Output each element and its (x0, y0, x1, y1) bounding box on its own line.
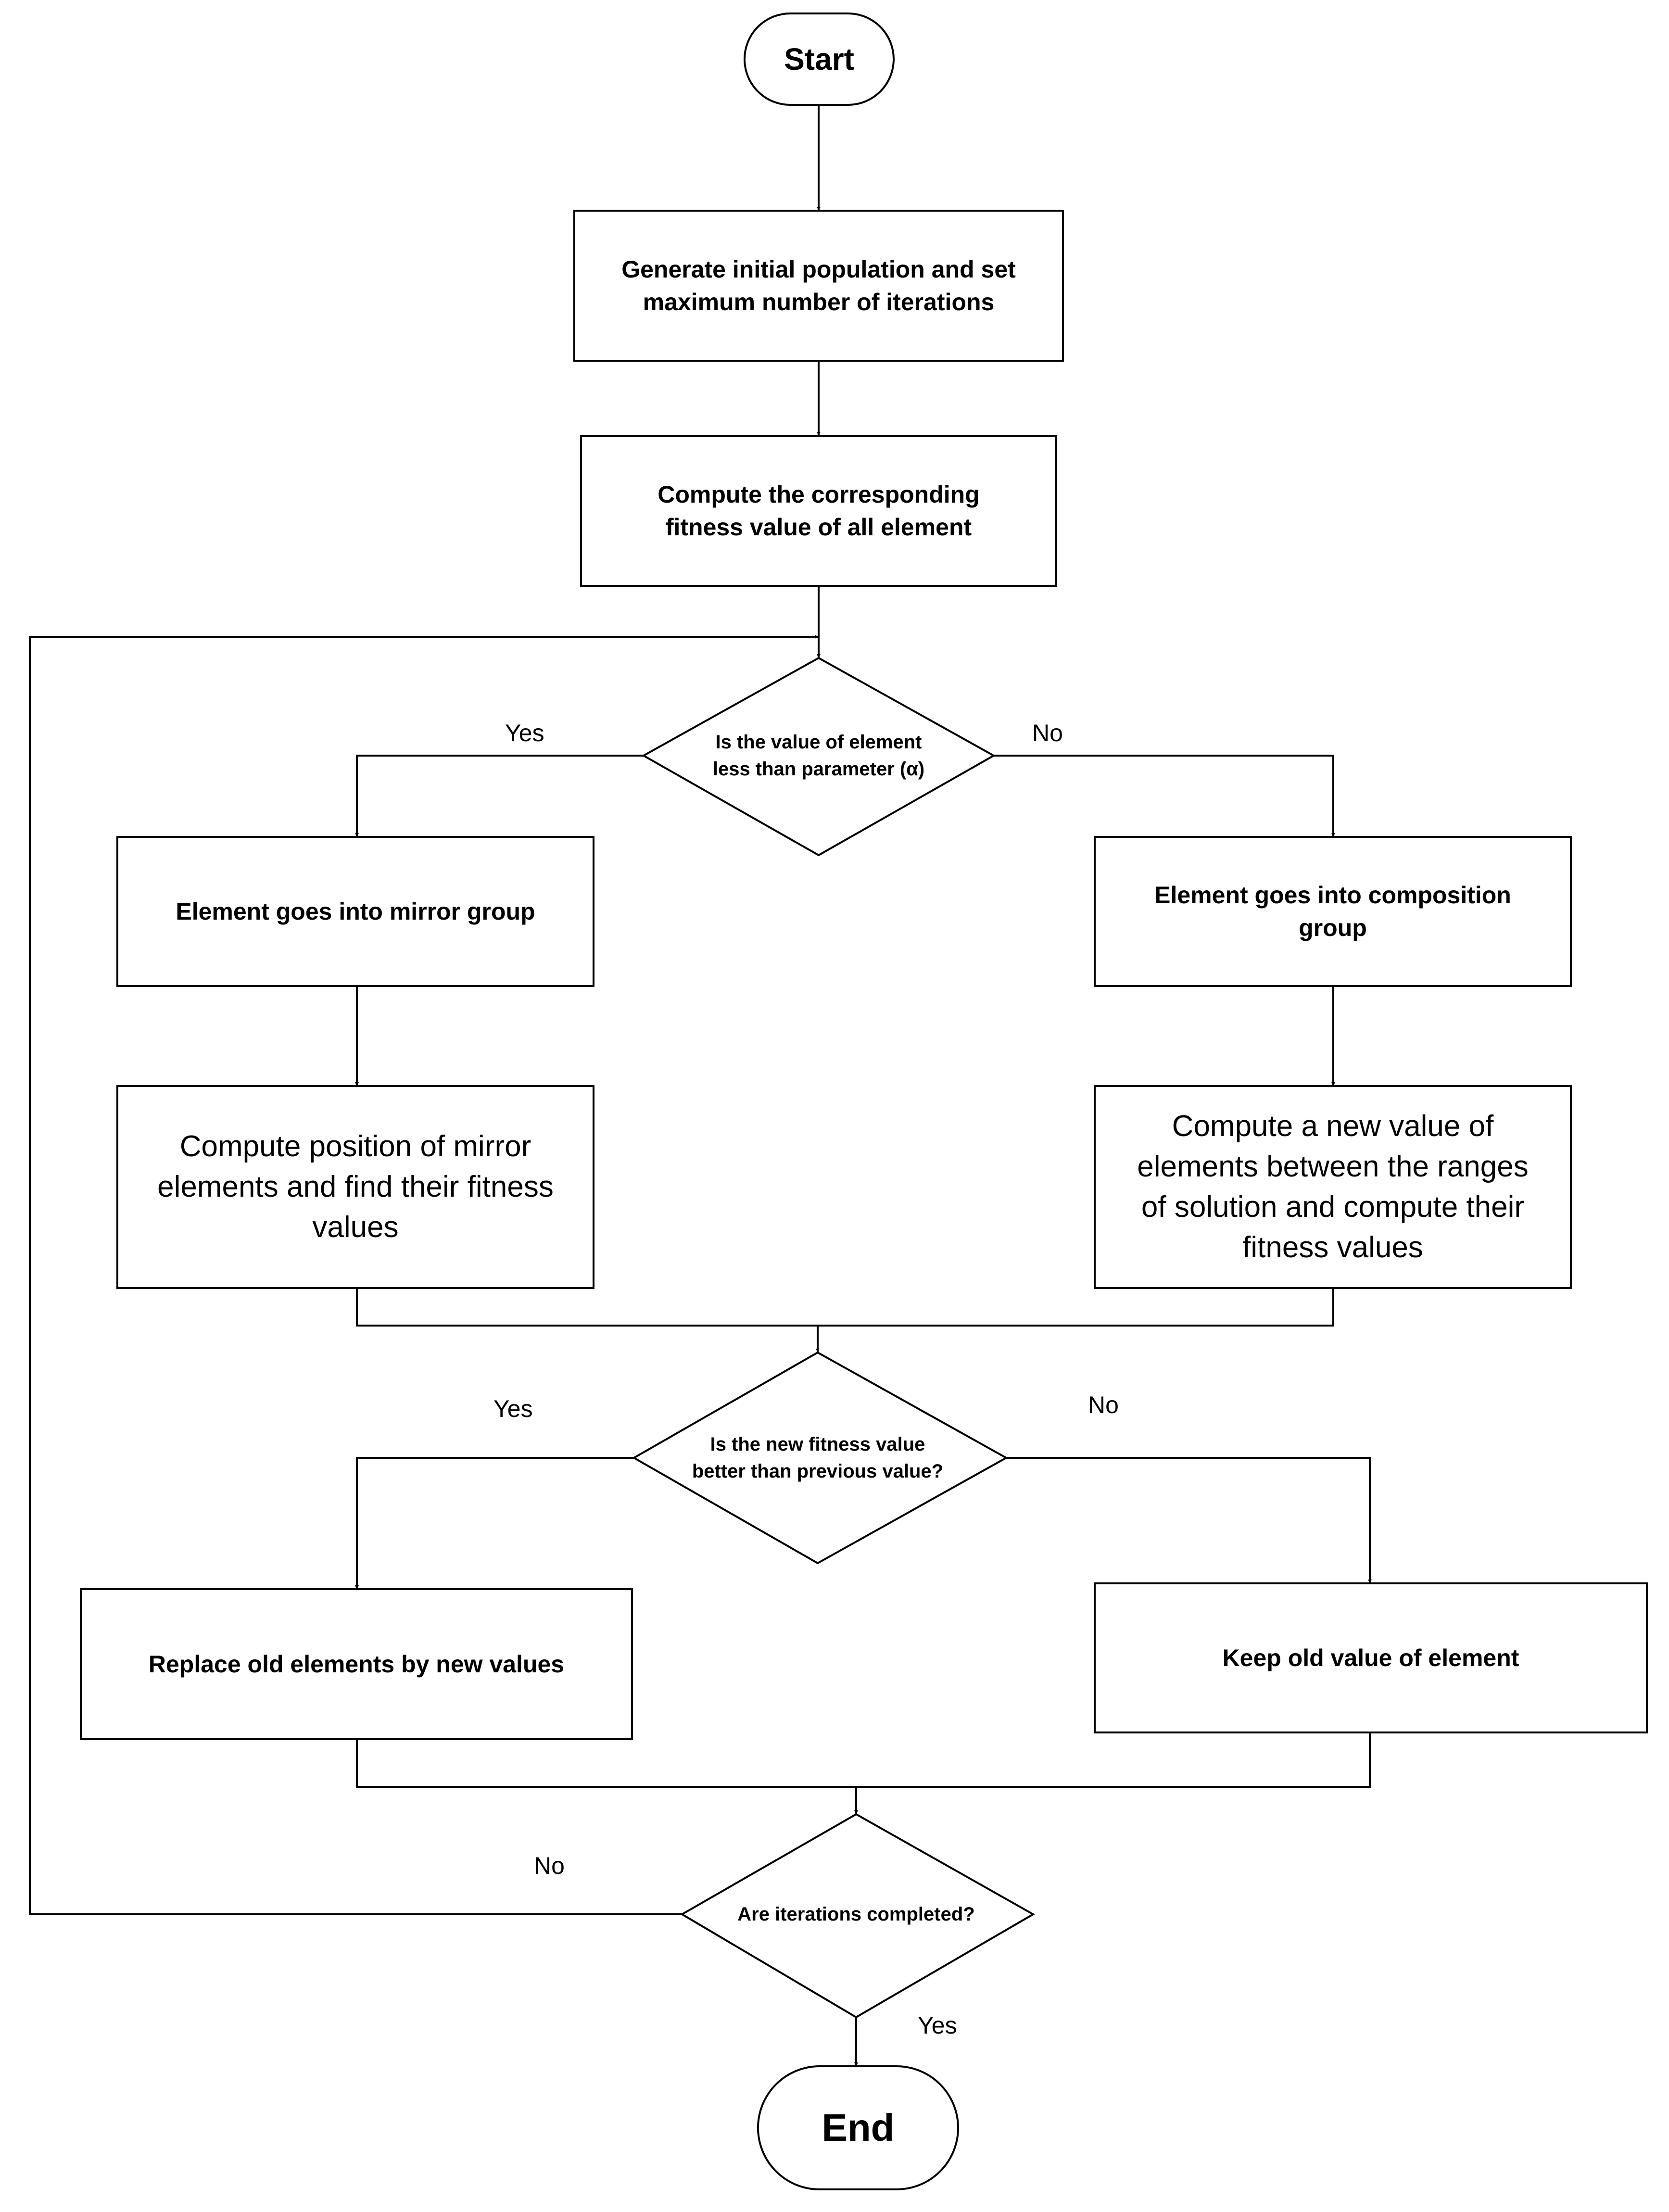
decision3-no-label: No (534, 1852, 565, 1879)
decision1-no-label: No (1032, 720, 1063, 746)
decision2-yes-label: Yes (493, 1395, 533, 1422)
edge-decision2-yes (355, 1457, 634, 1589)
init-label: Generate initial population and set maxi… (621, 256, 1016, 316)
init-box (573, 210, 1064, 362)
decision-fitness (632, 1351, 1009, 1565)
edge-decision2-no (1006, 1457, 1372, 1583)
start-label: Start (784, 42, 854, 76)
edge-decision1-yes (355, 755, 644, 837)
edge-merge-to-decision2 (356, 1288, 1334, 1352)
decision1-yes-label: Yes (505, 720, 544, 746)
edge-merge-to-decision3 (356, 1732, 1371, 1814)
replace-label: Replace old elements by new values (148, 1651, 565, 1678)
decision-alpha (641, 657, 996, 857)
end-terminal (757, 2065, 959, 2190)
decision-alpha-label: Is the value of element less than parame… (712, 732, 925, 780)
decision-iterations-label: Are iterations completed? (737, 1904, 975, 1925)
edge-decision3-no-loop (29, 635, 819, 1915)
mirror-group-box (116, 836, 594, 987)
keep-box (1094, 1582, 1648, 1733)
keep-label: Keep old value of element (1222, 1644, 1519, 1671)
end-label: End (822, 2106, 895, 2149)
composition-compute-label: Compute a new value of elements between … (1137, 1110, 1529, 1264)
edge-decision1-no (994, 755, 1335, 837)
decision3-yes-label: Yes (918, 2012, 957, 2039)
mirror-compute-box (116, 1085, 594, 1289)
mirror-group-label: Element goes into mirror group (176, 898, 535, 925)
decision2-no-label: No (1088, 1391, 1119, 1418)
fitness-label: Compute the corresponding fitness value … (657, 481, 980, 541)
composition-group-label: Element goes into composition group (1154, 882, 1511, 941)
decision-fitness-label: Is the new fitness value better than pre… (692, 1434, 944, 1482)
replace-box (80, 1588, 633, 1740)
mirror-compute-label: Compute position of mirror elements and … (157, 1130, 554, 1244)
